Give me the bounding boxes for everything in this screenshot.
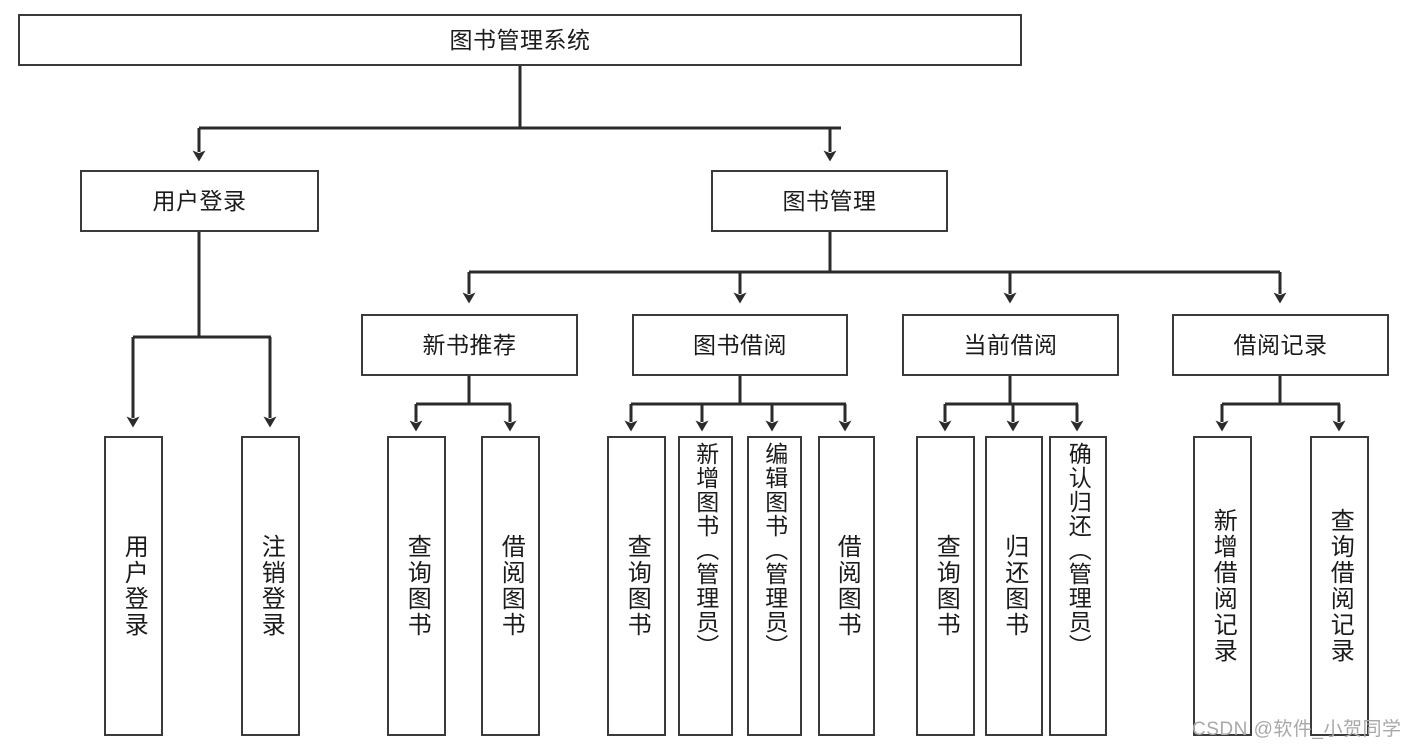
node-book-borrow[interactable]: 图书借阅: [632, 314, 848, 376]
leaf-edit-book-admin[interactable]: 编辑图书（管理员）: [747, 436, 802, 736]
node-label: 借阅图书: [833, 534, 861, 638]
node-label: 查询图书: [623, 534, 651, 638]
node-label: 查询借阅记录: [1326, 508, 1354, 664]
leaf-return-book[interactable]: 归还图书: [985, 436, 1043, 736]
node-label: 新增借阅记录: [1209, 508, 1237, 664]
leaf-query-book-current[interactable]: 查询图书: [916, 436, 975, 736]
node-label: 用户登录: [152, 187, 247, 214]
node-label: 注销登录: [257, 534, 285, 638]
csdn-watermark: CSDN @软件_小贺同学: [1192, 719, 1402, 740]
leaf-query-book-borrow[interactable]: 查询图书: [607, 436, 666, 736]
node-label: 确认归还（管理员）: [1065, 442, 1092, 658]
node-label: 用户登录: [120, 534, 148, 638]
node-user-login[interactable]: 用户登录: [80, 170, 319, 232]
node-borrow-record[interactable]: 借阅记录: [1172, 314, 1389, 376]
node-label: 查询图书: [403, 534, 431, 638]
node-label: 图书管理: [782, 187, 877, 214]
node-label: 新增图书（管理员）: [692, 442, 719, 658]
leaf-query-book-recommend[interactable]: 查询图书: [387, 436, 446, 736]
node-label: 当前借阅: [963, 331, 1058, 358]
leaf-borrow-book-borrow[interactable]: 借阅图书: [818, 436, 875, 736]
node-book-manage[interactable]: 图书管理: [711, 170, 948, 232]
node-current-borrow[interactable]: 当前借阅: [902, 314, 1119, 376]
leaf-query-borrow-record[interactable]: 查询借阅记录: [1310, 436, 1369, 736]
node-root-book-management-system[interactable]: 图书管理系统: [18, 14, 1022, 66]
leaf-add-book-admin[interactable]: 新增图书（管理员）: [678, 436, 733, 736]
leaf-user-login[interactable]: 用户登录: [104, 436, 163, 736]
node-label: 借阅记录: [1233, 331, 1328, 358]
node-label: 归还图书: [1000, 534, 1028, 638]
node-label: 新书推荐: [422, 331, 517, 358]
leaf-add-borrow-record[interactable]: 新增借阅记录: [1193, 436, 1252, 736]
leaf-confirm-return-admin[interactable]: 确认归还（管理员）: [1049, 436, 1107, 736]
node-label: 图书管理系统: [449, 26, 591, 53]
node-label: 编辑图书（管理员）: [761, 442, 788, 658]
leaf-borrow-book-recommend[interactable]: 借阅图书: [481, 436, 540, 736]
node-label: 查询图书: [932, 534, 960, 638]
leaf-logout-login[interactable]: 注销登录: [241, 436, 300, 736]
node-label: 借阅图书: [497, 534, 525, 638]
node-label: 图书借阅: [693, 331, 787, 358]
node-new-book-recommend[interactable]: 新书推荐: [361, 314, 578, 376]
